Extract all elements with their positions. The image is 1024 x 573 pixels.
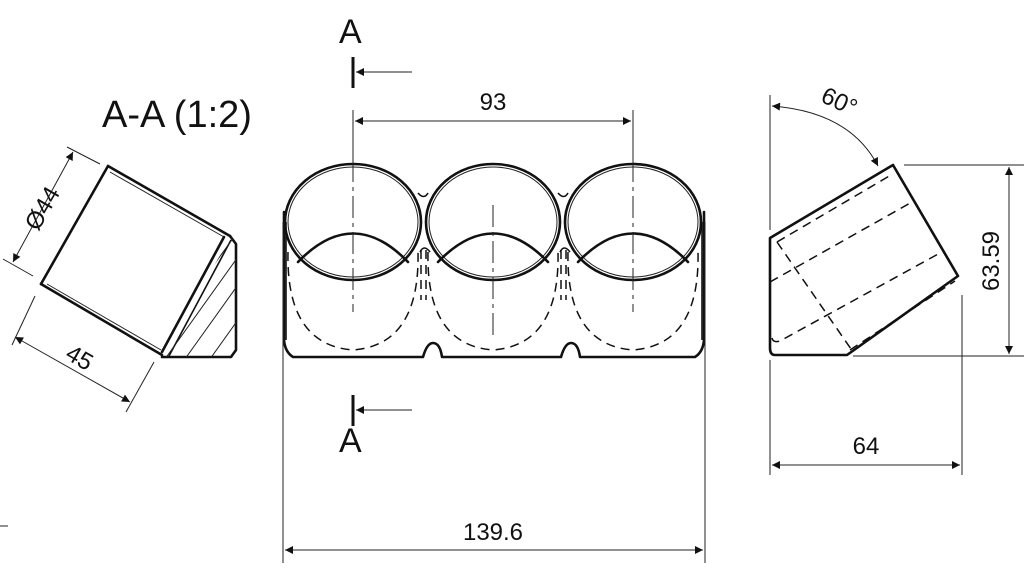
dimension-length-label: 45 [61,340,98,377]
dimension-width-139-6: 139.6 [282,222,706,563]
dimension-spacing-label: 93 [480,89,507,116]
section-marker-bottom-label: A [339,422,362,460]
section-marker-top-label: A [339,13,362,51]
dimension-width-label: 139.6 [463,519,523,546]
center-lines [352,160,634,335]
hidden-lines [287,250,699,351]
section-marker-top: A [339,13,412,88]
dimension-depth-64: 64 [769,295,963,475]
dimension-height-label: 63.59 [978,231,1005,291]
dimension-diameter-44: Ø44 [2,146,101,277]
section-title: A-A (1:2) [102,94,252,136]
dimension-height-63-59: 63.59 [853,164,1024,357]
dimension-angle-label: 60° [817,82,861,122]
section-view-a-a: A-A (1:2) [0,94,252,527]
section-marker-bottom: A [339,395,412,460]
side-view: 60° 63.59 64 [768,82,1024,475]
dimension-spacing-93: 93 [352,89,634,160]
dimension-depth-label: 64 [853,433,880,460]
dimension-angle-60: 60° [769,82,879,230]
dimension-diameter-label: Ø44 [20,182,66,235]
dimension-length-45: 45 [11,295,155,413]
front-view: A A 93 139.6 [282,13,706,563]
